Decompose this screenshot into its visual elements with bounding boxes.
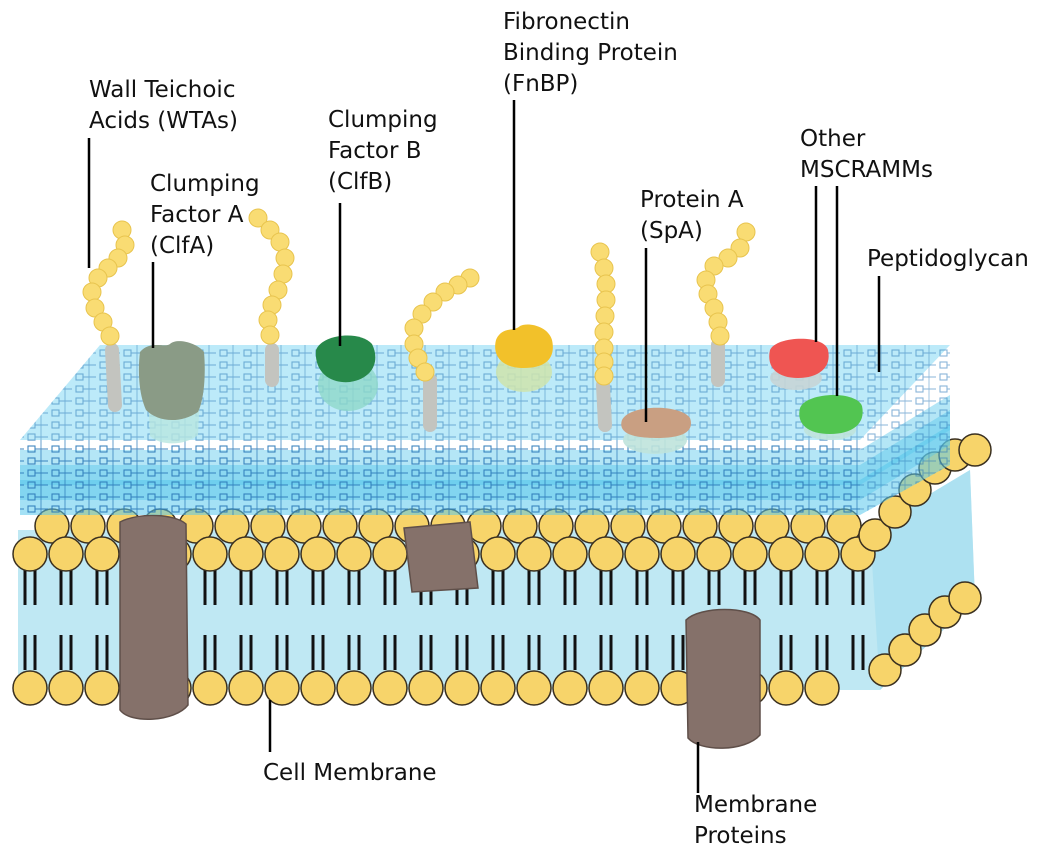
teichoic-bead — [416, 363, 434, 381]
peptidoglycan-front — [20, 440, 860, 515]
lipid-head — [337, 537, 371, 571]
teichoic-bead — [83, 283, 101, 301]
teichoic-bead — [276, 249, 294, 267]
lipid-head — [85, 537, 119, 571]
teichoic-bead — [595, 323, 613, 341]
label-fnbp: Fibronectin Binding Protein (FnBP) — [503, 9, 685, 97]
teichoic-bead — [596, 307, 614, 325]
teichoic-stem — [112, 350, 115, 405]
teichoic-bead — [405, 319, 423, 337]
teichoic-bead — [711, 327, 729, 345]
teichoic-stem — [603, 385, 605, 425]
lipid-head — [481, 537, 515, 571]
teichoic-bead — [274, 265, 292, 283]
lipid-head — [193, 671, 227, 705]
teichoic-bead — [591, 243, 609, 261]
label-clfb: Clumping Factor B (ClfB) — [328, 107, 445, 195]
lipid-head — [49, 671, 83, 705]
spa-head — [621, 408, 691, 438]
label-clfa: Clumping Factor A (ClfA) — [150, 171, 267, 259]
lipid-head — [589, 671, 623, 705]
lipid-head — [949, 582, 981, 614]
label-spa: Protein A (SpA) — [640, 187, 751, 244]
teichoic-bead — [271, 233, 289, 251]
clfb-protein — [316, 335, 378, 411]
teichoic-bead — [597, 275, 615, 293]
lipid-head — [769, 537, 803, 571]
lipid-head — [589, 537, 623, 571]
lipid-head — [85, 671, 119, 705]
lipid-head — [517, 671, 551, 705]
lipid-head — [625, 671, 659, 705]
membrane-protein-large — [120, 515, 188, 719]
other-green-head — [799, 395, 862, 434]
lipid-head — [229, 537, 263, 571]
lipid-head — [769, 671, 803, 705]
lipid-head — [13, 671, 47, 705]
lipid-head — [805, 537, 839, 571]
label-wta: Wall Teichoic Acids (WTAs) — [89, 77, 243, 134]
teichoic-bead — [597, 291, 615, 309]
lipid-head — [13, 537, 47, 571]
teichoic-bead — [101, 327, 119, 345]
lipid-head — [337, 671, 371, 705]
membrane-protein-small — [404, 522, 478, 592]
lipid-head — [481, 671, 515, 705]
teichoic-bead — [261, 326, 279, 344]
fnbp-head — [495, 325, 553, 368]
teichoic-bead — [737, 223, 755, 241]
lipid-head — [661, 537, 695, 571]
lipid-head — [959, 434, 991, 466]
lipid-head — [373, 671, 407, 705]
lipid-head — [193, 537, 227, 571]
lipid-head — [733, 537, 767, 571]
lipid-head — [265, 537, 299, 571]
lipid-head — [445, 671, 479, 705]
lipid-head — [301, 537, 335, 571]
lipid-head — [301, 671, 335, 705]
label-other: Other MSCRAMMs — [800, 126, 933, 183]
label-membrane-proteins: Membrane Proteins — [694, 792, 825, 847]
label-cell-membrane: Cell Membrane — [263, 760, 437, 786]
clfa-head — [139, 341, 205, 420]
lipid-head — [229, 671, 263, 705]
lipid-head — [697, 537, 731, 571]
lipid-head — [553, 671, 587, 705]
label-peptidoglycan: Peptidoglycan — [867, 246, 1029, 272]
lipid-head — [517, 537, 551, 571]
lipid-head — [373, 537, 407, 571]
other-red-head — [769, 339, 828, 378]
teichoic-bead — [595, 259, 613, 277]
lipid-head — [553, 537, 587, 571]
spa-protein — [621, 408, 691, 454]
lipid-head — [625, 537, 659, 571]
other-mscramm-red — [769, 339, 828, 390]
teichoic-bead — [595, 367, 613, 385]
other-mscramm-green — [799, 395, 862, 440]
fnbp-protein — [495, 325, 553, 392]
lipid-head — [805, 671, 839, 705]
membrane-protein-lower — [686, 610, 760, 749]
lipid-head — [49, 537, 83, 571]
lipid-head — [265, 671, 299, 705]
lipid-head — [409, 671, 443, 705]
